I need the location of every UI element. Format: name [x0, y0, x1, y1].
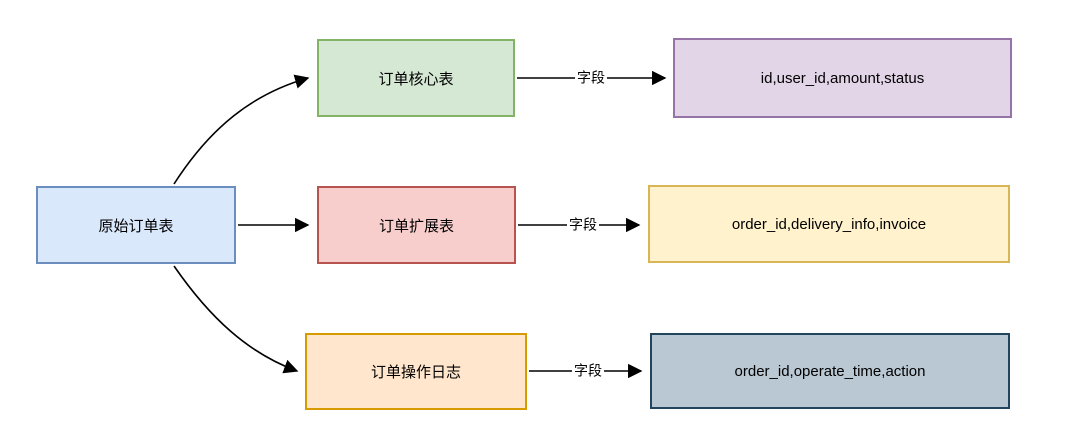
node-original-order-table: 原始订单表 — [36, 186, 236, 264]
node-core-fields: id,user_id,amount,status — [673, 38, 1012, 118]
node-order-extension-table: 订单扩展表 — [317, 186, 516, 264]
edge-source-to-core — [173, 74, 310, 185]
edge-label-log-fields: 字段 — [572, 362, 604, 380]
node-order-core-table: 订单核心表 — [317, 39, 515, 117]
node-label: 订单扩展表 — [378, 217, 454, 235]
node-label: id,user_id,amount,status — [760, 69, 925, 87]
node-extension-fields: order_id,delivery_info,invoice — [648, 185, 1010, 263]
edge-source-to-log — [173, 265, 299, 374]
edge-label-ext-fields: 字段 — [567, 216, 599, 234]
node-label: 订单操作日志 — [370, 364, 461, 381]
node-label: 订单核心表 — [378, 70, 454, 88]
node-order-operation-log: 订单操作日志 — [305, 333, 527, 410]
node-label: order_id,operate_time,action — [734, 362, 926, 380]
edge-label-core-fields: 字段 — [575, 69, 607, 87]
node-label: order_id,delivery_info,invoice — [731, 215, 927, 233]
node-label: 原始订单表 — [98, 217, 174, 235]
node-log-fields: order_id,operate_time,action — [650, 333, 1010, 409]
